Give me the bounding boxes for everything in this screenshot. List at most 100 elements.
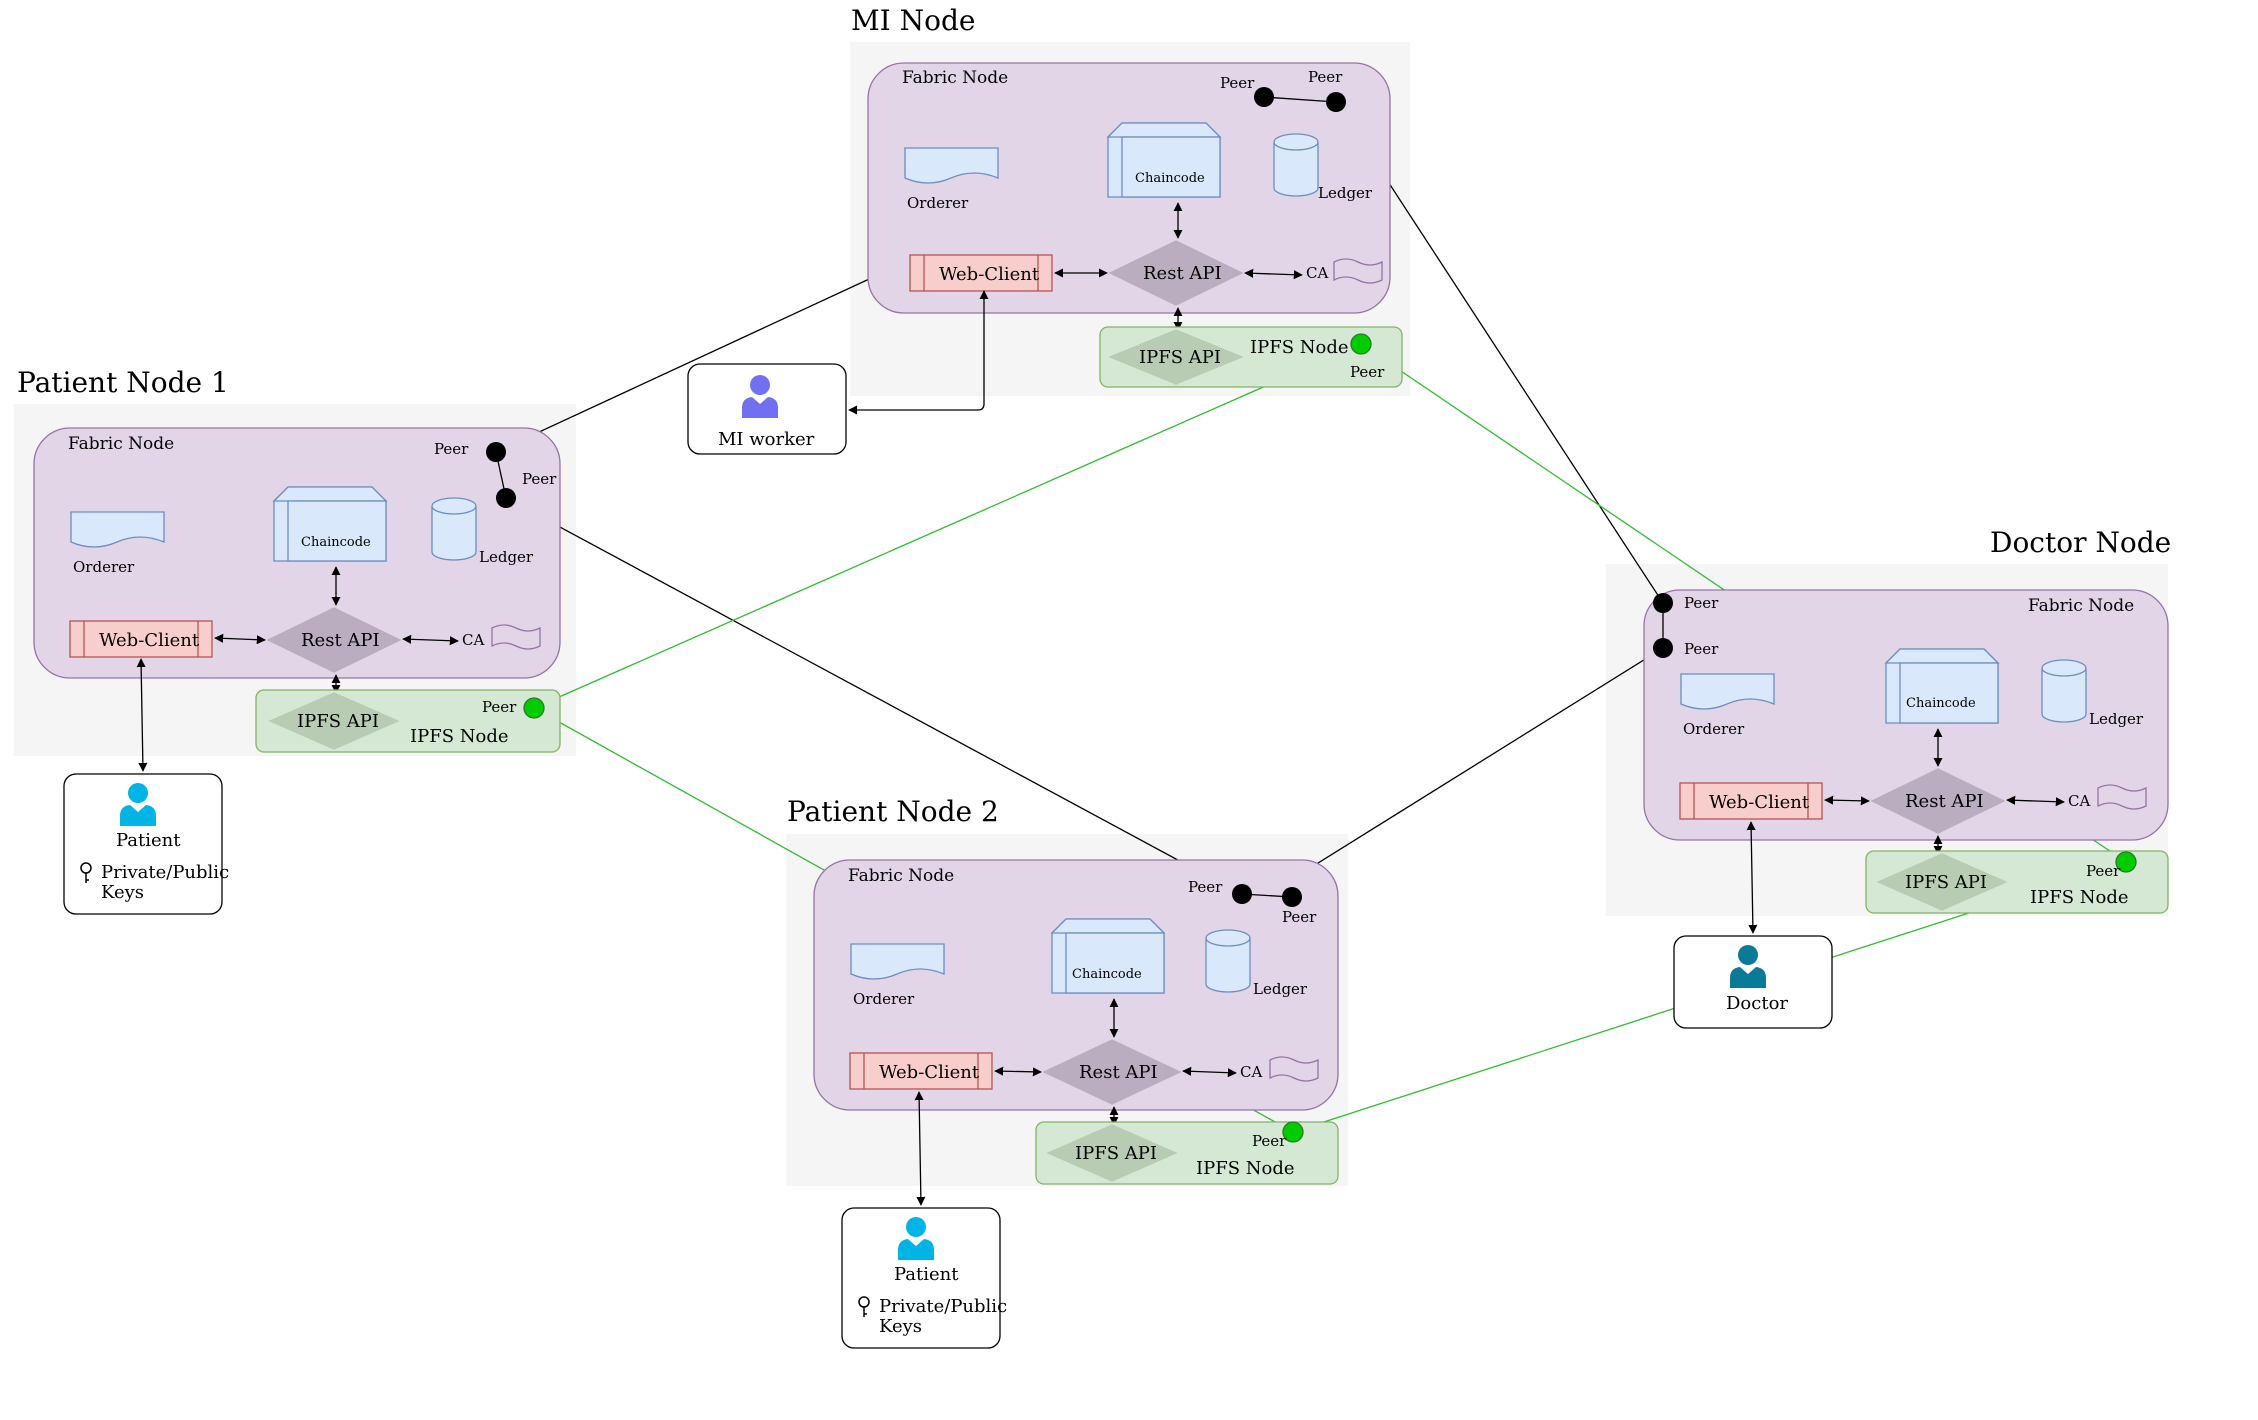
patient-2-keys-line2: Keys bbox=[879, 1316, 922, 1337]
web-client-box[interactable] bbox=[1679, 782, 1823, 820]
peer-b-label: Peer bbox=[1282, 908, 1317, 926]
rest-api-diamond bbox=[1042, 1039, 1182, 1105]
orderer-icon bbox=[850, 943, 945, 980]
ipfs-peer-label: Peer bbox=[2086, 862, 2121, 880]
fabric-link-doctor-patient2 bbox=[1277, 647, 1664, 889]
mi-webclient-to-worker-arrow bbox=[848, 290, 989, 415]
ipfs-api-diamond bbox=[1108, 329, 1244, 385]
orderer-icon bbox=[70, 511, 165, 548]
chaincode-icon bbox=[1884, 648, 2000, 724]
web-client-box[interactable] bbox=[849, 1052, 993, 1090]
peer-a-dot bbox=[1653, 593, 1673, 613]
fabric-node-label: Fabric Node bbox=[848, 866, 954, 886]
chaincode-icon bbox=[272, 486, 388, 562]
rest-api-label: Rest API bbox=[1905, 791, 1984, 812]
patient1-webclient-arrow bbox=[136, 658, 148, 772]
ipfs-peer-label: Peer bbox=[1350, 363, 1385, 381]
ca-label: CA bbox=[462, 631, 484, 649]
peer-link bbox=[1263, 96, 1337, 103]
ledger-icon bbox=[2041, 659, 2087, 723]
ipfs-api-label: IPFS API bbox=[1905, 872, 1987, 893]
ipfs-api-label: IPFS API bbox=[1139, 347, 1221, 368]
patient-node-1: Fabric Node Peer Peer Orderer Chaincode … bbox=[33, 427, 561, 753]
peer-b-dot bbox=[1282, 887, 1302, 907]
ca-flag-icon bbox=[1333, 258, 1383, 284]
patient-node-1-title: Patient Node 1 bbox=[17, 366, 229, 399]
doctor-webclient-arrow bbox=[1746, 821, 1758, 934]
rest-api-diamond bbox=[266, 607, 402, 673]
chaincode-icon bbox=[1050, 918, 1166, 994]
patient-1-keys-line1: Private/Public bbox=[101, 862, 229, 883]
ipfs-api-label: IPFS API bbox=[1075, 1143, 1157, 1164]
patient-1-label: Patient bbox=[116, 830, 181, 851]
ipfs-peer-dot bbox=[1282, 1121, 1304, 1143]
chaincode-icon bbox=[1106, 122, 1222, 198]
ipfs-peer-label: Peer bbox=[1252, 1132, 1287, 1150]
fabric-node-label: Fabric Node bbox=[68, 434, 174, 454]
peer-b-dot bbox=[496, 488, 516, 508]
ipfs-peer-dot bbox=[2115, 851, 2137, 873]
patient-2-box bbox=[841, 1207, 1001, 1349]
peer-b-label: Peer bbox=[522, 470, 557, 488]
peer-a-dot bbox=[1232, 884, 1252, 904]
ipfs-api-label: IPFS API bbox=[297, 711, 379, 732]
peer-a-label: Peer bbox=[1220, 74, 1255, 92]
fabric-node-label: Fabric Node bbox=[902, 68, 1008, 88]
mi-node: Fabric Node Peer Peer Orderer Chaincode … bbox=[867, 62, 1403, 388]
ca-flag-icon bbox=[2097, 784, 2147, 810]
orderer-label: Orderer bbox=[1683, 720, 1745, 738]
rest-api-diamond bbox=[1108, 240, 1244, 306]
ca-flag-icon bbox=[1269, 1056, 1319, 1082]
chaincode-label: Chaincode bbox=[1906, 696, 1976, 711]
ipfs-peer-dot bbox=[1350, 333, 1372, 355]
ca-flag-icon bbox=[491, 624, 541, 650]
ipfs-peer-label: Peer bbox=[482, 698, 517, 716]
ledger-icon bbox=[1273, 133, 1319, 197]
rest-api-label: Rest API bbox=[301, 630, 380, 651]
ipfs-api-diamond bbox=[268, 692, 400, 750]
patient-2-label: Patient bbox=[894, 1264, 959, 1285]
ledger-icon bbox=[431, 497, 477, 561]
chaincode-label: Chaincode bbox=[301, 535, 371, 550]
patient-2-actor[interactable]: Patient Private/Public Keys bbox=[841, 1207, 1007, 1349]
orderer-icon bbox=[904, 147, 999, 184]
chaincode-label: Chaincode bbox=[1135, 171, 1205, 186]
key-icon bbox=[80, 862, 92, 883]
chaincode-label: Chaincode bbox=[1072, 967, 1142, 982]
ipfs-node-label: IPFS Node bbox=[1196, 1158, 1295, 1179]
doctor-label: Doctor bbox=[1726, 993, 1788, 1014]
web-client-box[interactable] bbox=[69, 620, 213, 658]
patient-1-keys-line2: Keys bbox=[101, 882, 144, 903]
peer-b-label: Peer bbox=[1308, 68, 1343, 86]
ledger-label: Ledger bbox=[2089, 710, 2144, 728]
rest-api-label: Rest API bbox=[1079, 1062, 1158, 1083]
peer-a-dot bbox=[1254, 87, 1274, 107]
patient2-webclient-arrow bbox=[914, 1091, 926, 1206]
patient-node-2: Fabric Node Peer Peer Orderer Chaincode … bbox=[813, 859, 1339, 1185]
patient-1-actor[interactable]: Patient Private/Public Keys bbox=[63, 773, 229, 915]
patient-node-2-title: Patient Node 2 bbox=[787, 795, 999, 828]
doctor-node-title: Doctor Node bbox=[1990, 526, 2171, 559]
mi-worker-label: MI worker bbox=[718, 429, 815, 450]
ipfs-node-label: IPFS Node bbox=[1250, 337, 1349, 358]
peer-a-dot bbox=[486, 442, 506, 462]
peer-b-label: Peer bbox=[1684, 640, 1719, 658]
ca-label: CA bbox=[1240, 1063, 1262, 1081]
orderer-label: Orderer bbox=[73, 558, 135, 576]
orderer-icon bbox=[1680, 673, 1775, 710]
fabric-node-label: Fabric Node bbox=[2028, 596, 2134, 616]
ledger-label: Ledger bbox=[479, 548, 534, 566]
doctor-actor[interactable]: Doctor bbox=[1673, 935, 1833, 1029]
mi-worker-actor[interactable]: MI worker bbox=[687, 363, 847, 455]
peer-a-label: Peer bbox=[1684, 594, 1719, 612]
fabric-link-patient1-patient2 bbox=[505, 497, 1229, 888]
mi-node-title: MI Node bbox=[851, 4, 975, 37]
ipfs-node-label: IPFS Node bbox=[2030, 887, 2129, 908]
patient-1-box bbox=[63, 773, 223, 915]
peer-b-dot bbox=[1653, 638, 1673, 658]
web-client-label: Web-Client bbox=[99, 630, 200, 651]
peer-a-label: Peer bbox=[1188, 878, 1223, 896]
ipfs-api-diamond bbox=[1046, 1124, 1178, 1182]
ipfs-peer-dot bbox=[523, 697, 545, 719]
